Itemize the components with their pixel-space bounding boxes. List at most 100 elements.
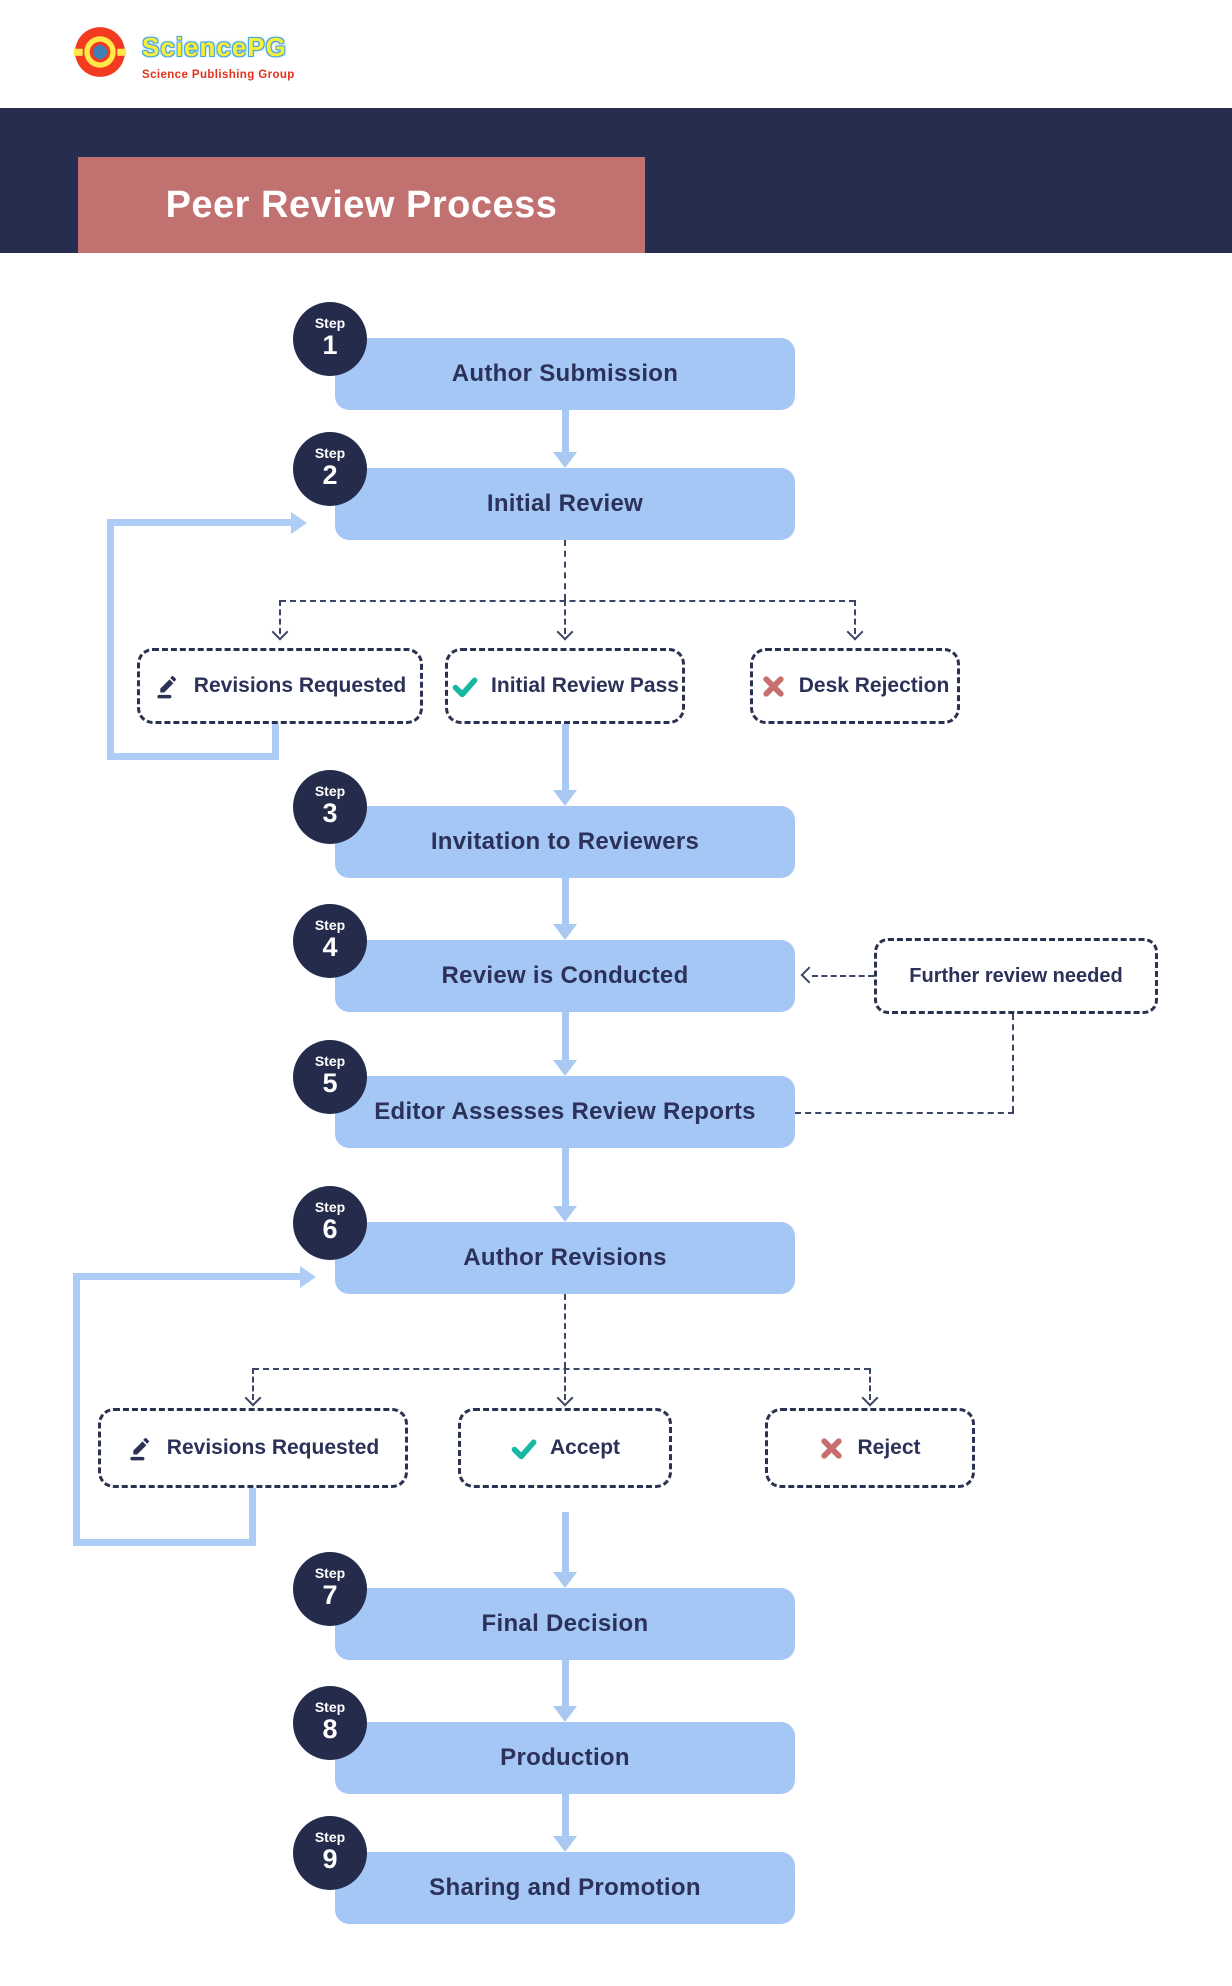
step-badge-label: Step	[314, 1829, 346, 1846]
dashed-connector	[564, 1368, 566, 1400]
step-badge-number: 6	[322, 1214, 338, 1245]
step-title-9: Sharing and Promotion	[429, 1874, 701, 1901]
step-badge-number: 1	[322, 330, 338, 361]
dashed-connector	[280, 600, 855, 602]
option-accept: Accept	[458, 1408, 672, 1488]
note-further-review-needed: Further review needed	[874, 938, 1158, 1014]
arrow-pass-3-line	[562, 724, 569, 790]
title-box: Peer Review Process	[78, 157, 645, 253]
arrow-4-5-line	[562, 1012, 569, 1060]
dashed-arrowhead-down	[271, 623, 289, 641]
step-bar-5: Editor Assesses Review Reports	[335, 1076, 795, 1148]
dashed-connector	[795, 1112, 1014, 1114]
sciencepg-logo: SciencePG Science Publishing Group	[74, 26, 295, 81]
arrow-3-4-line	[562, 878, 569, 924]
step-bar-7: Final Decision	[335, 1588, 795, 1660]
arrow-8-9-head	[553, 1836, 577, 1852]
option-revisions-requested-2: Revisions Requested	[98, 1408, 408, 1488]
loop-line-1	[107, 519, 291, 526]
step-badge-number: 9	[322, 1844, 338, 1875]
header-bar: SciencePG Science Publishing Group	[0, 0, 1232, 108]
arrow-pass-3-head	[553, 790, 577, 806]
step-badge-number: 8	[322, 1714, 338, 1745]
step-title-7: Final Decision	[481, 1610, 649, 1637]
step-badge-3: Step 3	[293, 770, 367, 844]
dashed-arrowhead-left	[800, 966, 818, 984]
check-icon	[511, 1439, 537, 1459]
option-reject: Reject	[765, 1408, 975, 1488]
arrow-8-9-line	[562, 1794, 569, 1836]
arrow-1-2-head	[553, 452, 577, 468]
option-label: Reject	[857, 1436, 921, 1459]
dashed-arrowhead-down	[556, 623, 574, 641]
option-desk-rejection: Desk Rejection	[750, 648, 960, 724]
dashed-arrowhead-down	[861, 1389, 879, 1407]
option-label: Revisions Requested	[166, 1436, 380, 1459]
dashed-arrowhead-down	[244, 1389, 262, 1407]
step-bar-4: Review is Conducted	[335, 940, 795, 1012]
logo-text: SciencePG Science Publishing Group	[142, 26, 295, 81]
arrow-4-5-head	[553, 1060, 577, 1076]
dashed-connector	[812, 975, 874, 977]
step-badge-label: Step	[314, 1053, 346, 1070]
option-label: Initial Review Pass	[491, 674, 679, 697]
dashed-connector	[252, 1368, 254, 1400]
dashed-connector	[564, 1294, 566, 1368]
loop-line-1	[107, 519, 114, 760]
arrow-7-8-line	[562, 1660, 569, 1706]
arrow-5-6-head	[553, 1206, 577, 1222]
step-badge-2: Step 2	[293, 432, 367, 506]
dashed-connector	[564, 600, 566, 634]
loop-arrowhead-1	[291, 512, 307, 534]
brand-name: SciencePG	[142, 32, 287, 62]
step-title-3: Invitation to Reviewers	[430, 828, 700, 855]
step-bar-2: Initial Review	[335, 468, 795, 540]
option-label: Accept	[549, 1436, 621, 1459]
dashed-connector	[869, 1368, 871, 1400]
dashed-connector	[253, 1368, 870, 1370]
arrow-3-4-head	[553, 924, 577, 940]
step-badge-number: 2	[322, 460, 338, 491]
loop-line-1	[107, 753, 279, 760]
step-badge-label: Step	[314, 1565, 346, 1582]
dashed-connector	[854, 600, 856, 634]
dashed-connector	[1012, 1014, 1014, 1112]
loop-line-2	[73, 1273, 300, 1280]
step-badge-number: 3	[322, 798, 338, 829]
step-badge-number: 4	[322, 932, 338, 963]
note-label: Further review needed	[909, 964, 1123, 987]
arrow-accept-7-head	[553, 1572, 577, 1588]
step-badge-8: Step 8	[293, 1686, 367, 1760]
arrow-7-8-head	[553, 1706, 577, 1722]
step-title-4: Review is Conducted	[441, 962, 689, 989]
step-badge-9: Step 9	[293, 1816, 367, 1890]
arrow-accept-7-line	[562, 1512, 569, 1572]
step-title-5: Editor Assesses Review Reports	[374, 1098, 756, 1125]
step-badge-7: Step 7	[293, 1552, 367, 1626]
loop-line-2	[73, 1273, 80, 1546]
step-bar-3: Invitation to Reviewers	[335, 806, 795, 878]
step-badge-4: Step 4	[293, 904, 367, 978]
step-title-1: Author Submission	[451, 360, 679, 387]
step-bar-1: Author Submission	[335, 338, 795, 410]
arrow-1-2-line	[562, 410, 569, 452]
page-title: Peer Review Process	[165, 183, 558, 226]
step-badge-label: Step	[314, 917, 346, 934]
pencil-icon	[130, 1437, 149, 1460]
step-badge-label: Step	[314, 1199, 346, 1216]
x-icon	[821, 1437, 843, 1459]
sciencepg-logo-icon	[74, 27, 126, 77]
loop-arrowhead-2	[300, 1266, 316, 1288]
step-title-6: Author Revisions	[463, 1244, 667, 1271]
dashed-connector	[564, 540, 566, 600]
pencil-icon	[157, 675, 176, 698]
step-badge-number: 5	[322, 1068, 338, 1099]
arrow-5-6-line	[562, 1148, 569, 1206]
step-title-8: Production	[500, 1744, 630, 1771]
step-badge-1: Step 1	[293, 302, 367, 376]
dashed-arrowhead-down	[556, 1389, 574, 1407]
dashed-connector	[279, 600, 281, 634]
x-icon	[763, 675, 784, 697]
step-bar-8: Production	[335, 1722, 795, 1794]
